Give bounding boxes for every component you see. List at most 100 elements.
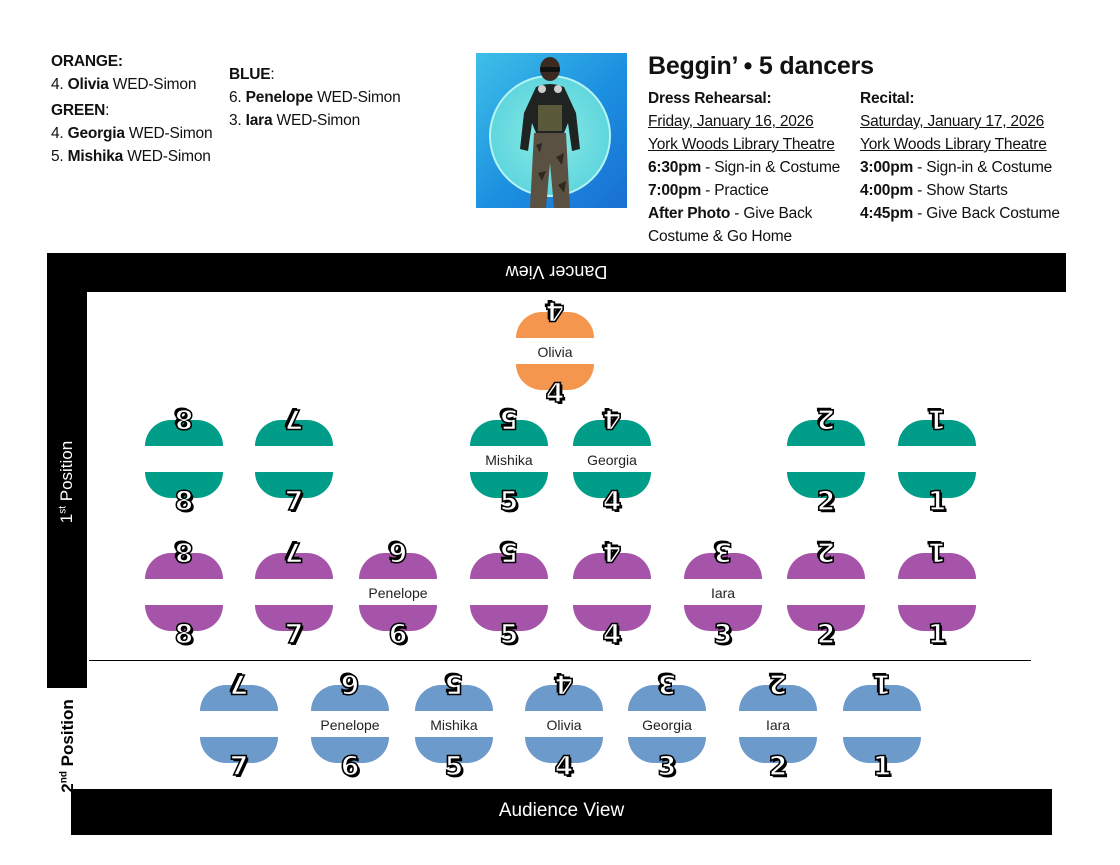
spot-bottom-half bbox=[684, 605, 762, 631]
spot-number-dancer-view: 1 bbox=[872, 667, 892, 700]
legend-entry: 3. Iara WED-Simon bbox=[229, 112, 360, 129]
spot-top-half bbox=[628, 685, 706, 711]
spot-bottom-half bbox=[145, 472, 223, 498]
spot-number-audience-view: 7 bbox=[284, 619, 304, 650]
spot-number-audience-view: 2 bbox=[768, 751, 788, 782]
spot-number-dancer-view: 5 bbox=[444, 667, 464, 700]
spot-number-audience-view: 1 bbox=[927, 619, 947, 650]
spot-center-band bbox=[843, 711, 921, 737]
spot-number-audience-view: 2 bbox=[816, 486, 836, 517]
spot-number-dancer-view: 4 bbox=[602, 535, 622, 568]
spot-top-half bbox=[145, 420, 223, 446]
dancer-name: Iara bbox=[710, 585, 736, 601]
spot-number-dancer-view: 6 bbox=[340, 667, 360, 700]
legend-entry: 5. Mishika WED-Simon bbox=[51, 148, 211, 165]
dress-rehearsal-venue: York Woods Library Theatre bbox=[648, 136, 835, 153]
schedule-item: 7:00pm - Practice bbox=[648, 182, 769, 199]
legend-green-header: GREEN bbox=[51, 102, 106, 119]
spot-top-half bbox=[145, 553, 223, 579]
spot-top-half bbox=[898, 420, 976, 446]
spot-top-half bbox=[255, 420, 333, 446]
dress-rehearsal-date: Friday, January 16, 2026 bbox=[648, 113, 814, 130]
second-position-label: 2nd Position bbox=[58, 699, 77, 793]
spot-center-band bbox=[470, 446, 548, 472]
legend-left: ORANGE: 4. Olivia WED-Simon GREEN: 4. Ge… bbox=[51, 50, 226, 168]
dancer-view-label: Dancer View bbox=[505, 262, 608, 282]
spot-center-band bbox=[200, 711, 278, 737]
spot-center-band bbox=[573, 446, 651, 472]
schedule-item: 4:45pm - Give Back Costume bbox=[860, 205, 1060, 222]
dancer-name: Penelope bbox=[368, 585, 428, 601]
dancer-name: Mishika bbox=[485, 452, 533, 468]
spot-top-half bbox=[359, 553, 437, 579]
legend-entry: 4. Olivia WED-Simon bbox=[51, 76, 197, 93]
spot-bottom-half bbox=[200, 737, 278, 763]
spot-number-audience-view: 4 bbox=[602, 486, 622, 517]
dancer-figure-icon bbox=[520, 57, 580, 208]
legend-entry: 4. Georgia WED-Simon bbox=[51, 125, 213, 142]
spot-center-band bbox=[255, 579, 333, 605]
spot-number-audience-view: 5 bbox=[499, 619, 519, 650]
recital-date: Saturday, January 17, 2026 bbox=[860, 113, 1045, 130]
spot-top-half bbox=[684, 553, 762, 579]
first-position-bar bbox=[47, 253, 87, 688]
spot-bottom-half bbox=[470, 605, 548, 631]
spot-bottom-half bbox=[843, 737, 921, 763]
spot-center-band bbox=[739, 711, 817, 737]
spot-number-audience-view: 3 bbox=[713, 619, 733, 650]
spot-center-band bbox=[145, 446, 223, 472]
recital-header: Recital: bbox=[860, 90, 915, 107]
spot-number-audience-view: 4 bbox=[545, 378, 565, 409]
legend-orange: ORANGE: 4. Olivia WED-Simon bbox=[51, 50, 226, 96]
spot-top-half bbox=[787, 553, 865, 579]
spot-green-4: Georgia 4 4 bbox=[573, 402, 651, 516]
spot-top-half bbox=[200, 685, 278, 711]
dancer-photo bbox=[476, 53, 627, 208]
page-title: Beggin’ • 5 dancers bbox=[648, 52, 874, 80]
spot-number-dancer-view: 8 bbox=[174, 535, 194, 568]
spot-bottom-half bbox=[573, 605, 651, 631]
spot-top-half bbox=[470, 420, 548, 446]
dancer-name: Mishika bbox=[430, 717, 478, 733]
spot-top-half bbox=[787, 420, 865, 446]
spot-center-band bbox=[787, 579, 865, 605]
spot-number-audience-view: 6 bbox=[388, 619, 408, 650]
legend-blue-header: BLUE bbox=[229, 66, 271, 83]
spot-number-dancer-view: 3 bbox=[713, 535, 733, 568]
spot-top-half bbox=[311, 685, 389, 711]
spot-center-band bbox=[255, 446, 333, 472]
dancer-name: Georgia bbox=[587, 452, 637, 468]
spot-top-half bbox=[843, 685, 921, 711]
spot-number-dancer-view: 7 bbox=[284, 402, 304, 435]
dancer-name: Olivia bbox=[546, 717, 582, 733]
dress-rehearsal-schedule: Dress Rehearsal: Friday, January 16, 202… bbox=[648, 87, 853, 248]
spot-center-band bbox=[359, 579, 437, 605]
spot-number-dancer-view: 1 bbox=[927, 535, 947, 568]
spot-purple-6: Penelope 6 6 bbox=[359, 535, 437, 649]
spot-number-dancer-view: 7 bbox=[284, 535, 304, 568]
spot-center-band bbox=[573, 579, 651, 605]
spot-number-audience-view: 7 bbox=[284, 486, 304, 517]
spot-number-dancer-view: 2 bbox=[816, 402, 836, 435]
spot-number-dancer-view: 4 bbox=[602, 402, 622, 435]
spot-number-dancer-view: 5 bbox=[499, 402, 519, 435]
spot-number-audience-view: 8 bbox=[174, 619, 194, 650]
spot-center-band bbox=[415, 711, 493, 737]
spot-top-half bbox=[415, 685, 493, 711]
spot-number-dancer-view: 3 bbox=[657, 667, 677, 700]
spot-number-dancer-view: 4 bbox=[554, 667, 574, 700]
legend-blue: BLUE: 6. Penelope WED-Simon 3. Iara WED-… bbox=[229, 63, 429, 132]
spot-number-dancer-view: 6 bbox=[388, 535, 408, 568]
